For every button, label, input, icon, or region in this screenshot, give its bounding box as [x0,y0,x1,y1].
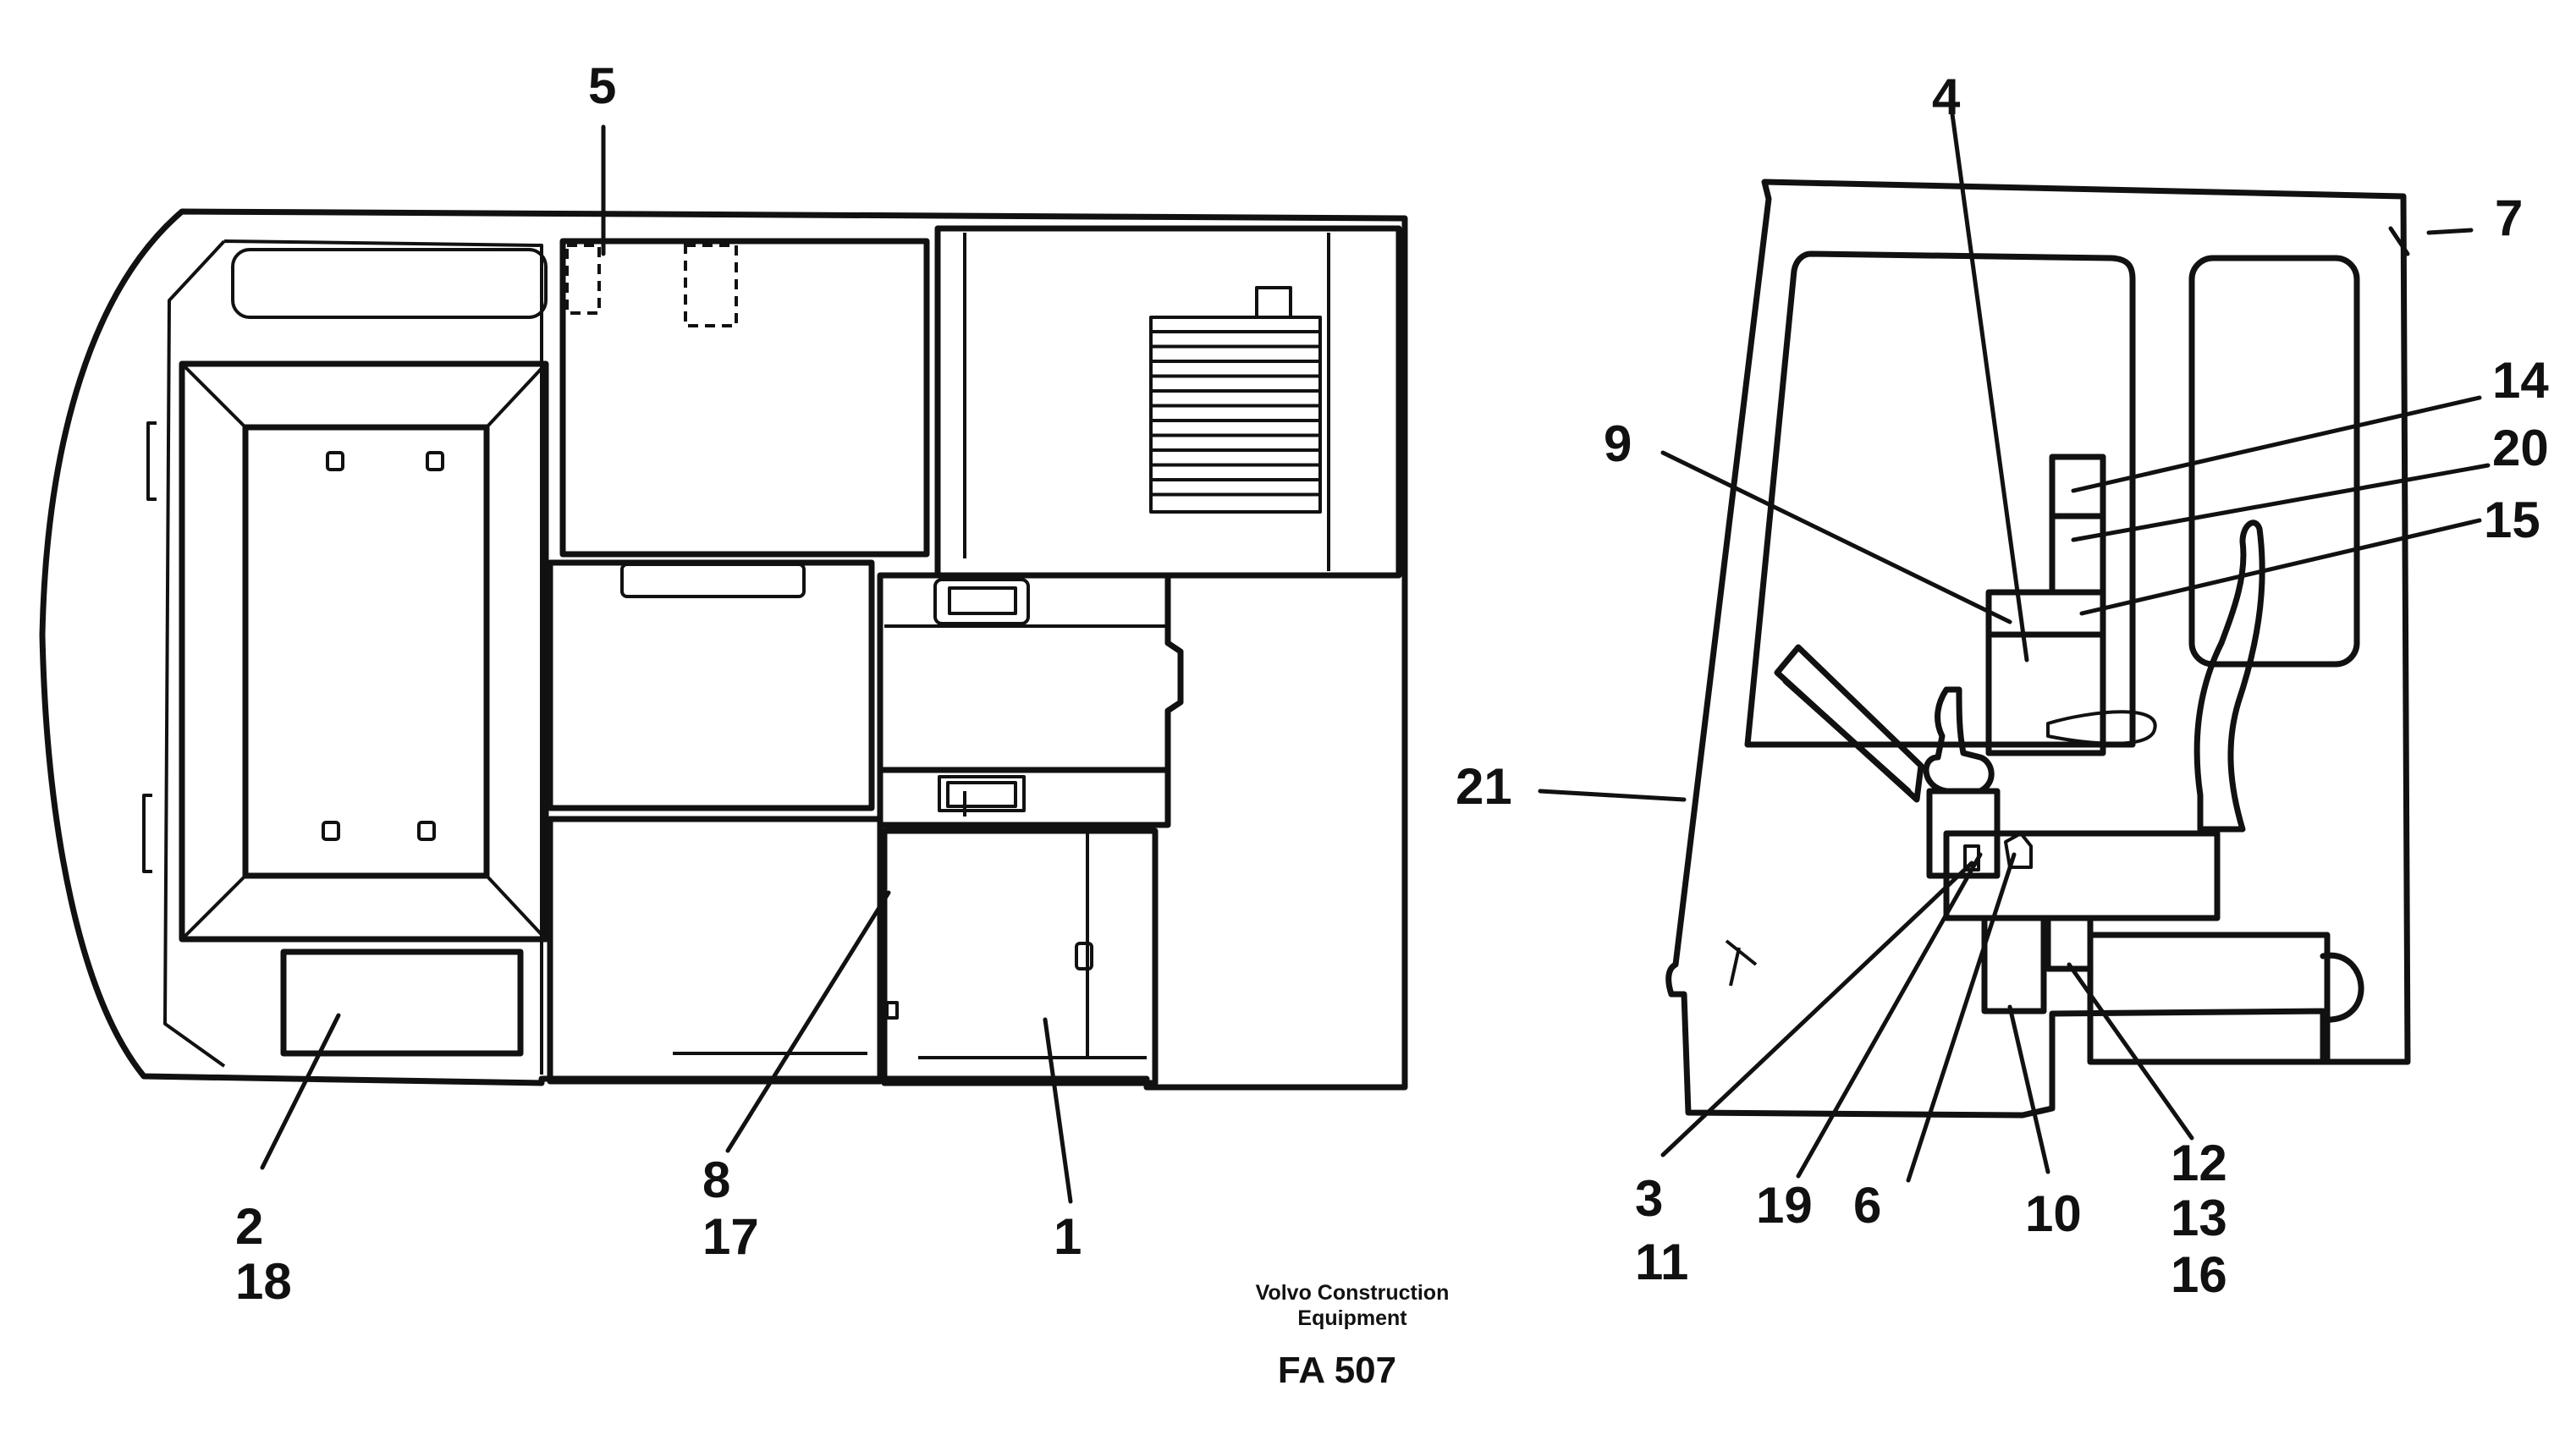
center-middle-panel [547,559,875,811]
callout-20: 20 [2492,420,2549,476]
dashed-component-a [565,244,601,315]
callout-1: 1 [1054,1208,1082,1265]
pedal [1725,939,1758,987]
fuse-box-a [1981,915,2047,1014]
callout-17: 17 [702,1208,759,1265]
callout-19: 19 [1756,1177,1813,1234]
callout-18: 18 [235,1253,292,1310]
console-panel [1985,631,2106,756]
lower-centre-floor [547,816,883,1085]
callout-13: 13 [2171,1190,2227,1246]
lower-left-box [280,948,524,1057]
rear-cylinder [2320,952,2364,1023]
callout-15: 15 [2484,492,2540,548]
cab-outline [1665,179,2411,1119]
callout-11: 11 [1635,1234,1688,1290]
control-box-mid [2049,513,2106,596]
side-view [1665,179,2411,1119]
floor-hatch [179,360,549,943]
dashed-component-b [684,244,738,327]
fuse-box-b [2045,915,2094,972]
figure-code: FA 507 [1278,1350,1396,1391]
radiator-grille [1149,286,1322,514]
steering-column [1774,644,1924,803]
caption: Volvo Construction Equipment FA 507 [1256,1281,1450,1391]
callout-8: 8 [702,1152,730,1208]
caption-company: Volvo Construction [1256,1281,1450,1305]
callout-2: 2 [235,1198,263,1255]
cab-inner-frame [163,239,543,1075]
lower-right-compartment [881,827,1159,1086]
callout-labels: 5 4 7 14 20 15 9 21 2 18 8 17 1 3 11 19 … [235,58,2549,1310]
joystick [1923,686,1995,794]
callout-5: 5 [588,58,616,114]
center-top-panel [559,238,930,558]
upper-window [231,248,548,319]
callout-9: 9 [1604,415,1632,472]
top-view [39,208,1408,1091]
floor-plate [2087,932,2331,1065]
callout-7: 7 [2495,190,2523,246]
front-window [1744,250,2136,748]
callout-3: 3 [1635,1170,1663,1227]
side-window [2188,255,2360,668]
callout-12: 12 [2171,1135,2227,1191]
callout-10: 10 [2025,1185,2082,1242]
leader-lines [260,112,2491,1204]
callout-4: 4 [1932,69,1961,125]
right-middle-compartment [877,572,1184,773]
callout-16: 16 [2171,1246,2227,1303]
operator-seat [2193,520,2265,833]
callout-14: 14 [2492,352,2549,409]
callout-6: 6 [1853,1177,1881,1234]
top-view-outline [39,208,1408,1091]
callout-21: 21 [1456,758,1512,815]
caption-company-line2: Equipment [1297,1306,1407,1330]
